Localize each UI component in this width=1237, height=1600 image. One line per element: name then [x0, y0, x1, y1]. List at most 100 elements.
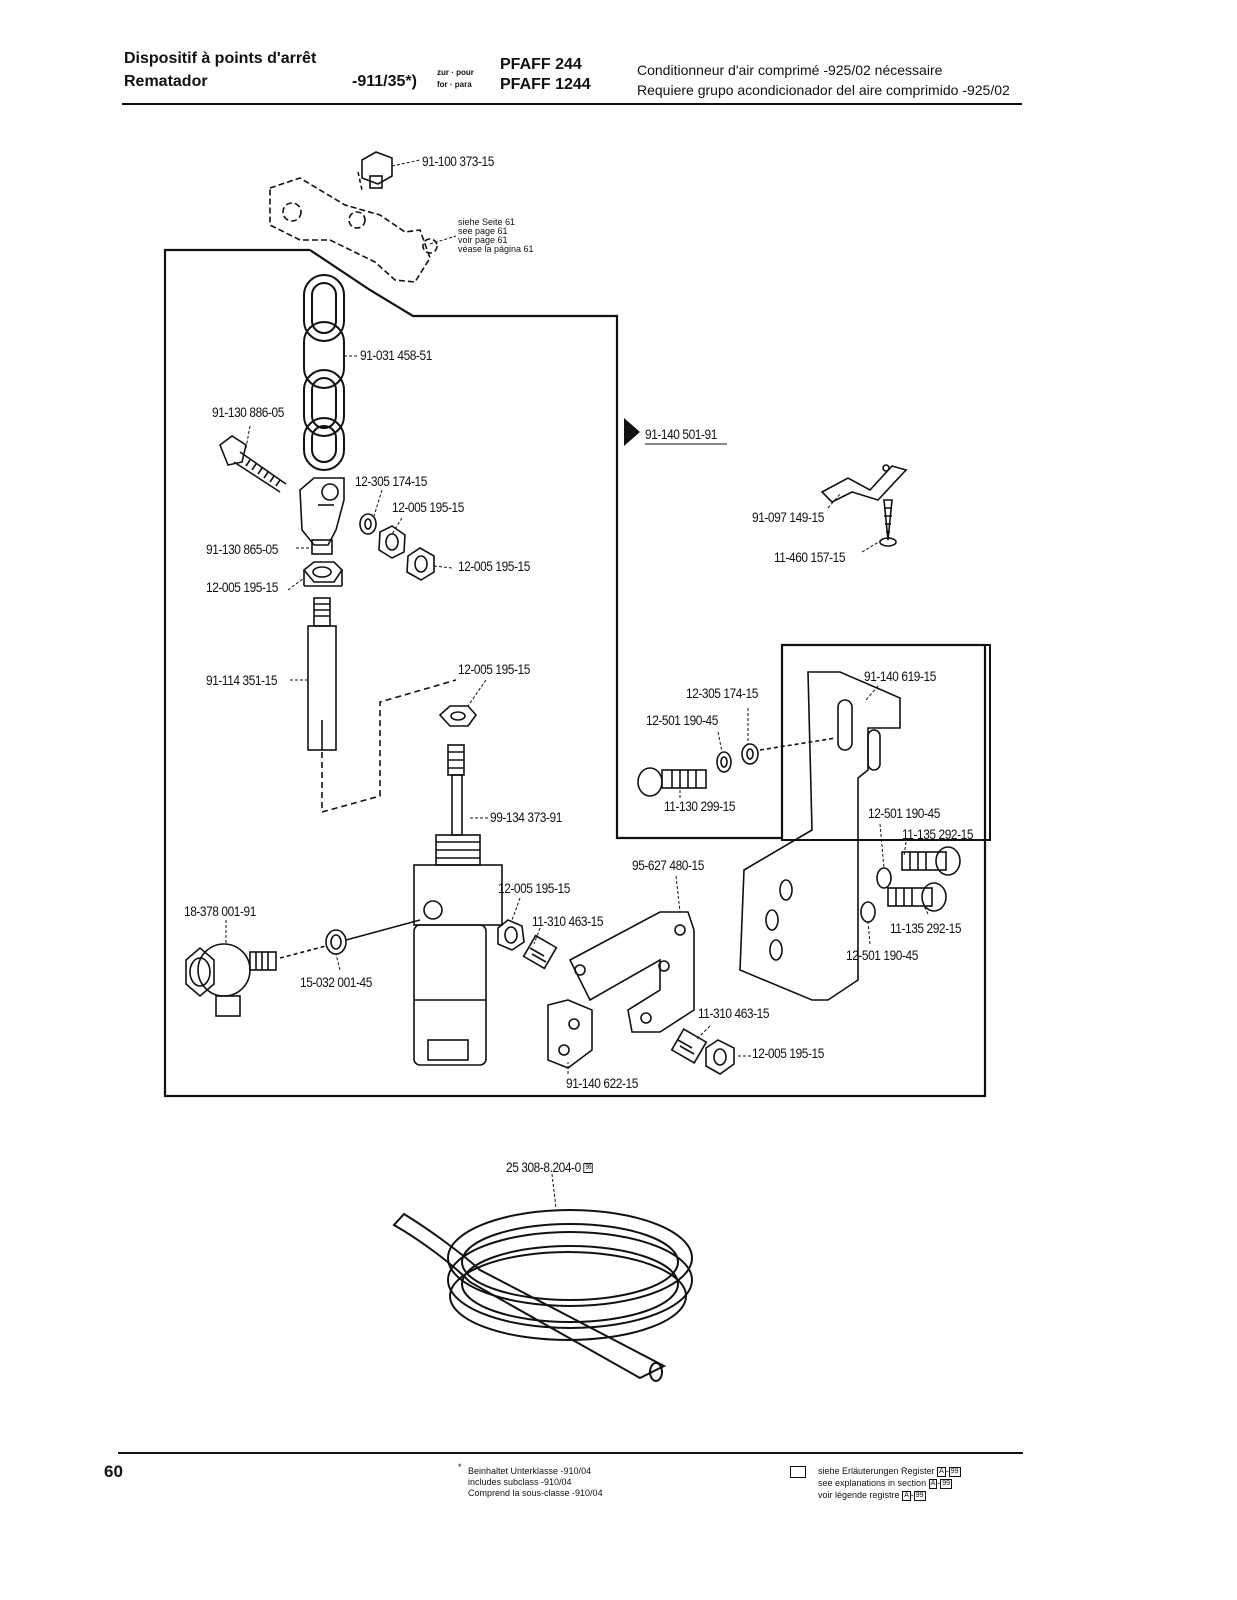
part-label: 91-140 622-15 [566, 1075, 638, 1091]
part-label: 11-135 292-15 [902, 826, 974, 842]
nut-12-005-195-15-c [302, 561, 344, 587]
washer-12-501-190-45-a [716, 751, 732, 773]
legend-badge-b: 99 [948, 1466, 961, 1477]
part-label: 12-005 195-15 [392, 499, 464, 515]
see-page-fr: voir page 61 [458, 235, 508, 245]
part-label: 91-130 865-05 [206, 541, 278, 557]
screw-11-135-292-15-a [901, 846, 961, 876]
page-number: 60 [104, 1462, 123, 1481]
bracket-95-627-480-15 [568, 911, 695, 1033]
part-label: 12-005 195-15 [206, 579, 278, 595]
washer-12-501-190-45-b [876, 867, 892, 889]
legend-badge-b: 99 [940, 1478, 953, 1489]
zur-pour-label: zur · pour [437, 68, 474, 77]
washer-hole [364, 518, 372, 530]
legend-box-icon [790, 1466, 806, 1478]
part-label: 12-501 190-45 [846, 947, 918, 963]
screw-11-310-463-15-a [522, 934, 558, 970]
part-label: 12-005 195-15 [752, 1045, 824, 1061]
nut-12-005-195-15-b [406, 547, 435, 581]
part-label: 11-130 299-15 [664, 798, 736, 814]
legend-de-row: siehe Erläuterungen Register A-99 [818, 1466, 961, 1477]
part-label: 12-305 174-15 [686, 685, 758, 701]
clevis-91-130-865-05 [299, 477, 345, 555]
part-label-hose: 25 308-8.204-0 96 [506, 1159, 593, 1175]
part-label: 91-130 886-05 [212, 404, 284, 420]
legend-en-row: see explanations in section A-99 [818, 1478, 953, 1489]
legend-badge-a: A [902, 1490, 911, 1501]
dashed-leader-rod [321, 679, 457, 814]
fitting-18-378-001-91 [185, 943, 327, 1017]
part-label: 12-501 190-45 [646, 712, 718, 728]
screw-11-135-292-15-b [887, 882, 947, 912]
air-cylinder-99-134-373-91 [413, 744, 503, 1066]
see-page-en: see page 61 [458, 226, 508, 236]
part-label: 11-310 463-15 [532, 913, 604, 929]
part-label: 91-031 458-51 [360, 347, 432, 363]
part-label: 12-005 195-15 [458, 558, 530, 574]
part-label: 91-100 373-15 [422, 153, 494, 169]
part-label: 12-005 195-15 [458, 661, 530, 677]
legend-en: see explanations in section [818, 1478, 927, 1488]
footer-rule [118, 1452, 1023, 1454]
seal-15-032-001-45 [325, 929, 347, 955]
part-label: 15-032 001-45 [300, 974, 372, 990]
part-label: 91-140 619-15 [864, 668, 936, 684]
part-label: 11-135 292-15 [890, 920, 962, 936]
washer-12-305-174-15-b [741, 743, 759, 765]
plate-91-140-622-15 [547, 999, 593, 1069]
bracket-subframe [781, 644, 991, 841]
legend-fr-row: voir légende registre A-99 [818, 1490, 926, 1501]
see-page-es: véase la página 61 [458, 244, 534, 254]
subclass-label: -911/35*) [352, 73, 417, 90]
washer-12-501-190-45-c [860, 901, 876, 923]
footnote-marker: * [458, 1462, 462, 1472]
model-244: PFAFF 244 [500, 56, 582, 73]
register-badge: 96 [583, 1163, 593, 1174]
part-label: 18-378 001-91 [184, 903, 256, 919]
model-1244: PFAFF 1244 [500, 76, 591, 93]
part-label: 25 308-8.204-0 [506, 1159, 581, 1175]
screw-11-130-299-15 [637, 767, 707, 797]
bracket-91-140-619-15 [739, 671, 901, 1001]
arrow-marker [624, 418, 640, 446]
clamp-91-097-149-15 [820, 464, 908, 503]
see-page-de: siehe Seite 61 [458, 217, 516, 227]
legend-badge-a: A [937, 1466, 946, 1477]
part-label: 12-305 174-15 [355, 473, 427, 489]
legend-fr: voir légende registre [818, 1490, 900, 1500]
leader-lines [225, 159, 929, 1209]
bolt-91-130-886-05 [219, 435, 287, 493]
air-conditioner-note-es: Requiere grupo acondicionador del aire c… [637, 82, 1010, 98]
screw-11-310-463-15-b [670, 1028, 708, 1064]
footnote-de: Beinhaltet Unterklasse -910/04 [468, 1466, 592, 1476]
header-rule [122, 103, 1022, 105]
chain-91-031-458-51 [303, 274, 345, 471]
wood-screw-11-460-157-15 [879, 499, 897, 547]
legend-de: siehe Erläuterungen Register [818, 1466, 935, 1476]
for-para-label: for · para [437, 80, 472, 89]
part-label: 91-114 351-15 [206, 672, 278, 688]
part-label: 12-501 190-45 [868, 805, 940, 821]
nut-12-005-195-15-d [438, 705, 478, 727]
lever-reference-part [269, 177, 438, 283]
hose-25-308-8-204-0 [392, 1209, 693, 1382]
part-label: 11-310 463-15 [698, 1005, 770, 1021]
rod-91-114-351-15 [307, 597, 337, 751]
footnote-fr: Comprend la sous-classe -910/04 [468, 1488, 603, 1498]
part-label: 12-005 195-15 [498, 880, 570, 896]
air-conditioner-note-fr: Conditionneur d'air comprimé -925/02 néc… [637, 62, 943, 78]
legend-badge-a: A [928, 1478, 938, 1489]
part-label: 95-627 480-15 [632, 857, 704, 873]
washer-12-305-174-15 [359, 513, 377, 535]
part-label: 11-460 157-15 [774, 549, 846, 565]
screw-91-100-373-15 [357, 151, 393, 191]
title-fr: Dispositif à points d'arrêt [124, 50, 317, 67]
nut-12-005-195-15-f [705, 1039, 735, 1075]
part-label: 91-140 501-91 [645, 426, 717, 442]
nut-12-005-195-15-a [378, 525, 406, 559]
footnote-en: includes subclass -910/04 [468, 1477, 572, 1487]
nut-12-005-195-15-e [497, 919, 525, 951]
part-label: 91-097 149-15 [752, 509, 824, 525]
